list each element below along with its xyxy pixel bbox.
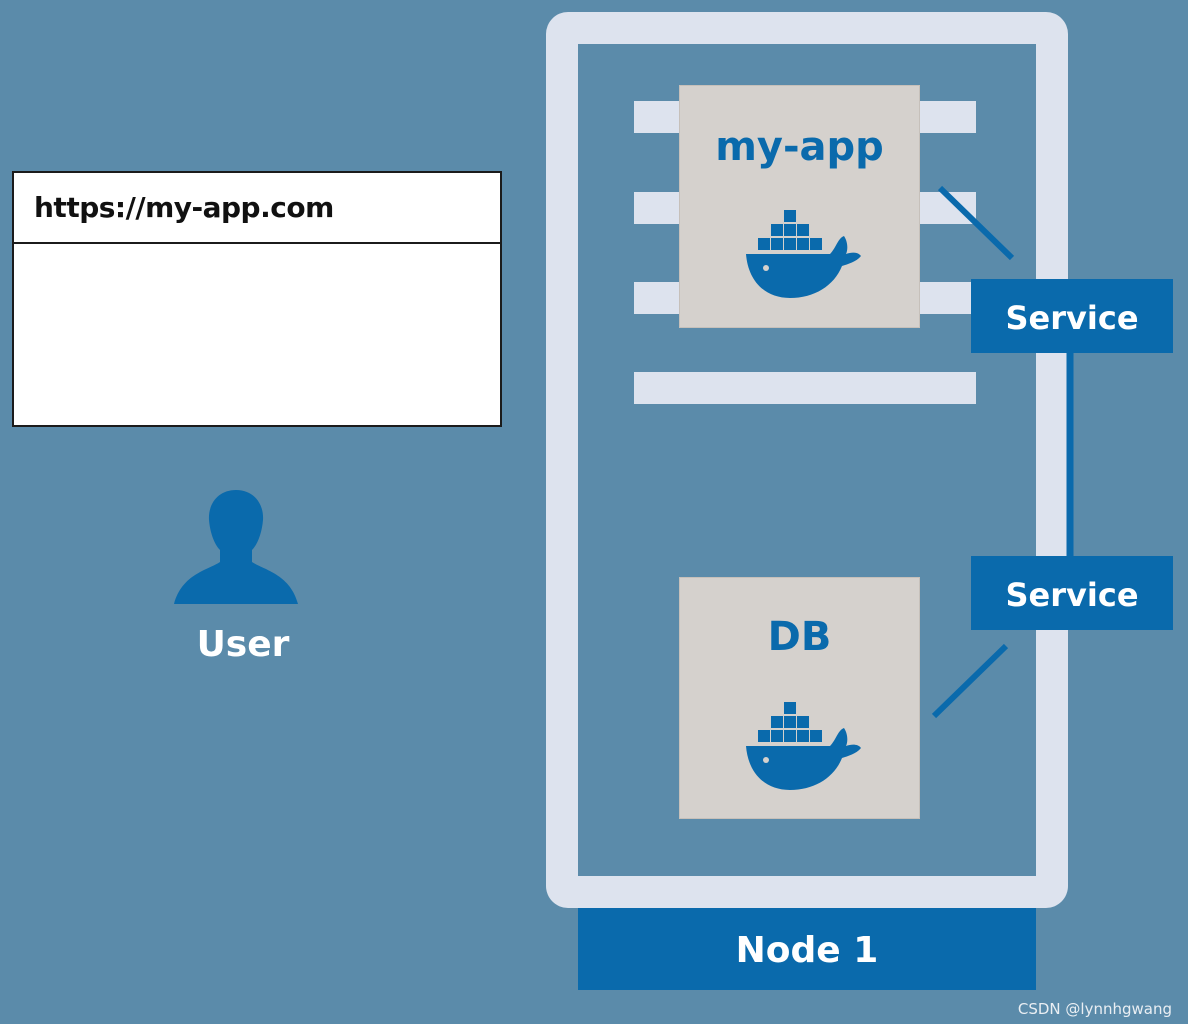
docker-whale-icon (746, 210, 861, 298)
user-label: User (196, 624, 290, 665)
watermark: CSDN @lynnhgwang (1017, 1000, 1172, 1018)
db-service-label: Service (1005, 576, 1139, 614)
docker-whale-icon (746, 702, 861, 790)
node-label: Node 1 (735, 930, 879, 971)
db-service-connector (931, 643, 1009, 719)
db-container-label: DB (767, 614, 832, 660)
app-service-box (971, 279, 1173, 353)
node-label-box (578, 908, 1036, 990)
browser-address-bar[interactable]: https://my-app.com (14, 173, 500, 244)
node-frame (546, 12, 1068, 908)
db-service-box (971, 556, 1173, 630)
browser-window: https://my-app.com (12, 171, 502, 427)
app-container-label: my-app (715, 124, 884, 170)
app-service-connector (937, 185, 1015, 261)
node-stripe (634, 372, 976, 404)
browser-url: https://my-app.com (34, 191, 334, 224)
app-service-label: Service (1005, 299, 1139, 337)
user-silhouette-icon (174, 490, 298, 604)
